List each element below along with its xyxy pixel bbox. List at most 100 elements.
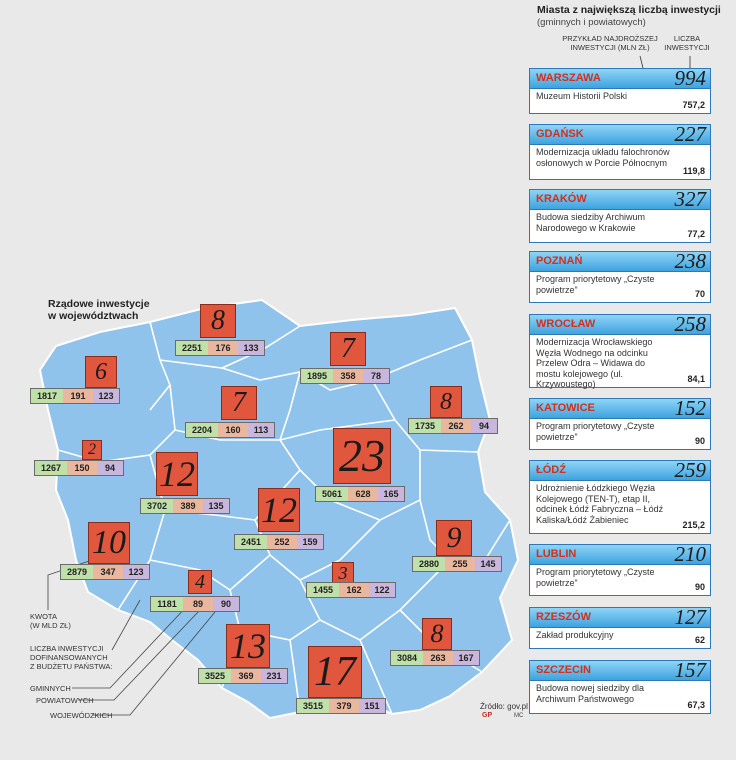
wojewodzkich-value: 94: [97, 461, 123, 475]
city-count: 127: [674, 605, 707, 629]
map-title: Rządowe inwestycje w województwach: [48, 298, 150, 322]
powiatowych-value: 358: [333, 369, 363, 383]
region-row: 2204 160 113: [185, 422, 275, 438]
region-pomorskie: 8 2251 176 133: [175, 304, 265, 356]
city-value: 90: [694, 436, 705, 446]
gminnych-value: 1455: [307, 583, 339, 597]
region-count: 8: [422, 618, 452, 650]
wojewodzkich-value: 151: [359, 699, 385, 713]
gminnych-value: 1895: [301, 369, 333, 383]
powiatowych-value: 162: [339, 583, 369, 597]
gminnych-value: 2880: [413, 557, 445, 571]
city-count: 157: [674, 658, 707, 682]
city-desc: Modernizacja układu falochronów osłonowy…: [536, 147, 670, 168]
powiatowych-value: 252: [267, 535, 297, 549]
powiatowych-value: 263: [423, 651, 453, 665]
column-header-example-line2: INWESTYCJI (MLN ZŁ): [570, 43, 650, 52]
city-name: WARSZAWA: [536, 72, 601, 84]
city-desc: Zakład produkcyjny: [536, 630, 614, 640]
region-zachodniopomorskie: 6 1817 191 123: [30, 356, 122, 404]
gminnych-value: 1817: [31, 389, 63, 403]
powiatowych-value: 191: [63, 389, 93, 403]
legend-liczba-line3: Z BUDŻETU PAŃSTWA:: [30, 662, 113, 671]
gminnych-value: 1267: [35, 461, 67, 475]
wojewodzkich-value: 165: [378, 487, 404, 501]
region-lubuskie: 2 1267 150 94: [34, 440, 126, 476]
powiatowych-value: 262: [441, 419, 471, 433]
panel-subtitle: (gminnych i powiatowych): [537, 17, 646, 28]
column-header-example: PRZYKŁAD NAJDROŻSZEJ INWESTYCJI (MLN ZŁ): [562, 34, 658, 52]
source-note: Źródło: gov.pl: [480, 702, 528, 711]
region-slaskie: 13 3525 369 231: [198, 624, 290, 684]
region-count: 9: [436, 520, 472, 556]
gminnych-value: 2879: [61, 565, 93, 579]
city-name: GDAŃSK: [536, 128, 584, 140]
column-header-count: LICZBA INWESTYCJI: [662, 34, 712, 52]
city-value: 757,2: [682, 100, 705, 110]
city-count: 238: [674, 249, 707, 273]
region-lubelskie: 9 2880 255 145: [412, 520, 504, 572]
city-count: 259: [674, 458, 707, 482]
region-count: 7: [221, 386, 257, 420]
column-header-count-line2: INWESTYCJI: [664, 43, 710, 52]
region-row: 1455 162 122: [306, 582, 396, 598]
powiatowych-value: 89: [183, 597, 213, 611]
publisher-logo: GP: [482, 712, 493, 719]
legend-kwota-line1: KWOTA: [30, 612, 57, 621]
city-value: 215,2: [682, 520, 705, 530]
city-value: 90: [694, 582, 705, 592]
wojewodzkich-value: 167: [453, 651, 479, 665]
gminnych-value: 1735: [409, 419, 441, 433]
wojewodzkich-value: 159: [297, 535, 323, 549]
powiatowych-value: 379: [329, 699, 359, 713]
wojewodzkich-value: 78: [363, 369, 389, 383]
wojewodzkich-value: 113: [248, 423, 274, 437]
gminnych-value: 3084: [391, 651, 423, 665]
legend-wojewodzkich: WOJEWÓDZKICH: [50, 711, 113, 720]
wojewodzkich-value: 94: [471, 419, 497, 433]
city-name: POZNAŃ: [536, 255, 583, 267]
column-header-count-line1: LICZBA: [673, 34, 701, 43]
city-count: 258: [674, 312, 707, 336]
gminnych-value: 3525: [199, 669, 231, 683]
region-row: 3084 263 167: [390, 650, 480, 666]
region-wielkopolskie: 12 3702 389 135: [140, 452, 232, 514]
city-value: 62: [694, 635, 705, 645]
region-row: 2879 347 123: [60, 564, 150, 580]
city-desc: Program priorytetowy „Czyste powietrze”: [536, 421, 655, 442]
city-desc: Muzeum Historii Polski: [536, 91, 628, 101]
city-name: LUBLIN: [536, 548, 577, 560]
powiatowych-value: 347: [93, 565, 123, 579]
city-name: WROCŁAW: [536, 318, 596, 330]
city-value: 77,2: [687, 229, 705, 239]
gminnych-value: 5061: [316, 487, 348, 501]
map-title-line1: Rządowe inwestycje: [48, 298, 150, 310]
region-count: 12: [156, 452, 198, 496]
legend-liczba-line1: LICZBA INWESTYCJI: [30, 644, 104, 653]
city-value: 84,1: [687, 374, 705, 384]
gminnych-value: 3515: [297, 699, 329, 713]
region-swietokrzyskie: 3 1455 162 122: [306, 562, 398, 598]
gminnych-value: 2204: [186, 423, 218, 437]
gminnych-value: 2451: [235, 535, 267, 549]
gminnych-value: 1181: [151, 597, 183, 611]
author-initials: MC: [514, 713, 524, 719]
region-dolnoslaskie: 10 2879 347 123: [60, 522, 152, 580]
city-desc: Budowa nowej siedziby dla Archiwum Państ…: [536, 683, 645, 704]
region-podkarpackie: 8 3084 263 167: [390, 618, 482, 666]
column-header-leaders: [639, 55, 691, 70]
legend-kwota: KWOTA (W MLD ZŁ): [30, 612, 71, 630]
wojewodzkich-value: 133: [238, 341, 264, 355]
city-desc: Udrożnienie Łódzkiego Węzła Kolejowego (…: [536, 483, 664, 525]
wojewodzkich-value: 123: [93, 389, 119, 403]
region-count: 12: [258, 488, 300, 532]
region-count: 17: [308, 646, 362, 698]
powiatowych-value: 150: [67, 461, 97, 475]
region-row: 1735 262 94: [408, 418, 498, 434]
region-row: 1817 191 123: [30, 388, 120, 404]
